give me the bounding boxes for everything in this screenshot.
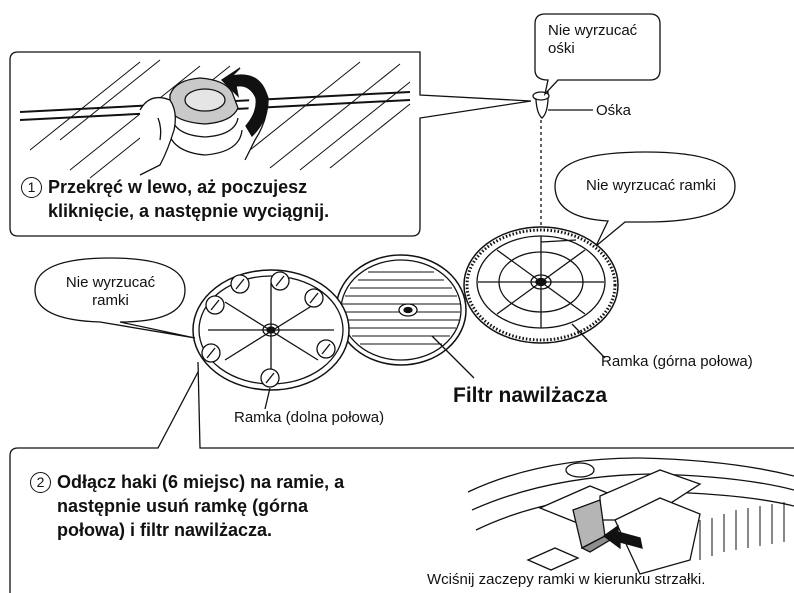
- axle-callout-text: Nie wyrzucać ośki: [548, 22, 638, 57]
- step-2-instruction: 2 Odłącz haki (6 miejsc) na ramie, a nast…: [30, 470, 344, 542]
- frame-left-callout-bubble: [34, 257, 196, 339]
- step-1-number: 1: [21, 177, 42, 198]
- frame-upper-illustration: [463, 226, 619, 344]
- axle-pin: [532, 91, 593, 119]
- frame-left-callout-text: Nie wyrzucać ramki: [65, 274, 156, 309]
- hook-markers: [201, 271, 336, 388]
- step2-panel-outline: [197, 361, 794, 449]
- frame-lower-label: Ramka (dolna połowa): [234, 409, 385, 426]
- twist-cap-illustration: [139, 67, 269, 176]
- step-1-instruction: 1 Przekręć w lewo, aż poczujesz kliknięci…: [21, 175, 329, 223]
- step1-callout-box: [9, 51, 532, 237]
- detail-caption: Wciśnij zaczepy ramki w kierunku strzałk…: [427, 571, 706, 588]
- hook-detail-illustration: [467, 457, 794, 575]
- filter-illustration: [335, 254, 475, 379]
- frame-upper-label: Ramka (górna połowa): [601, 353, 753, 370]
- axle-callout-bubble: [534, 13, 661, 97]
- axle-label: Ośka: [596, 102, 632, 119]
- step-2-text: Odłącz haki (6 miejsc) na ramie, a nastę…: [57, 472, 345, 540]
- step-1-text: Przekręć w lewo, aż poczujesz kliknięcie…: [48, 177, 330, 221]
- frame-right-callout-bubble: [554, 151, 736, 247]
- frame-lower-illustration: [192, 269, 350, 410]
- filter-label: Filtr nawilżacza: [453, 384, 608, 407]
- frame-right-callout-text: Nie wyrzucać ramki: [586, 177, 717, 194]
- step-2-number: 2: [30, 472, 51, 493]
